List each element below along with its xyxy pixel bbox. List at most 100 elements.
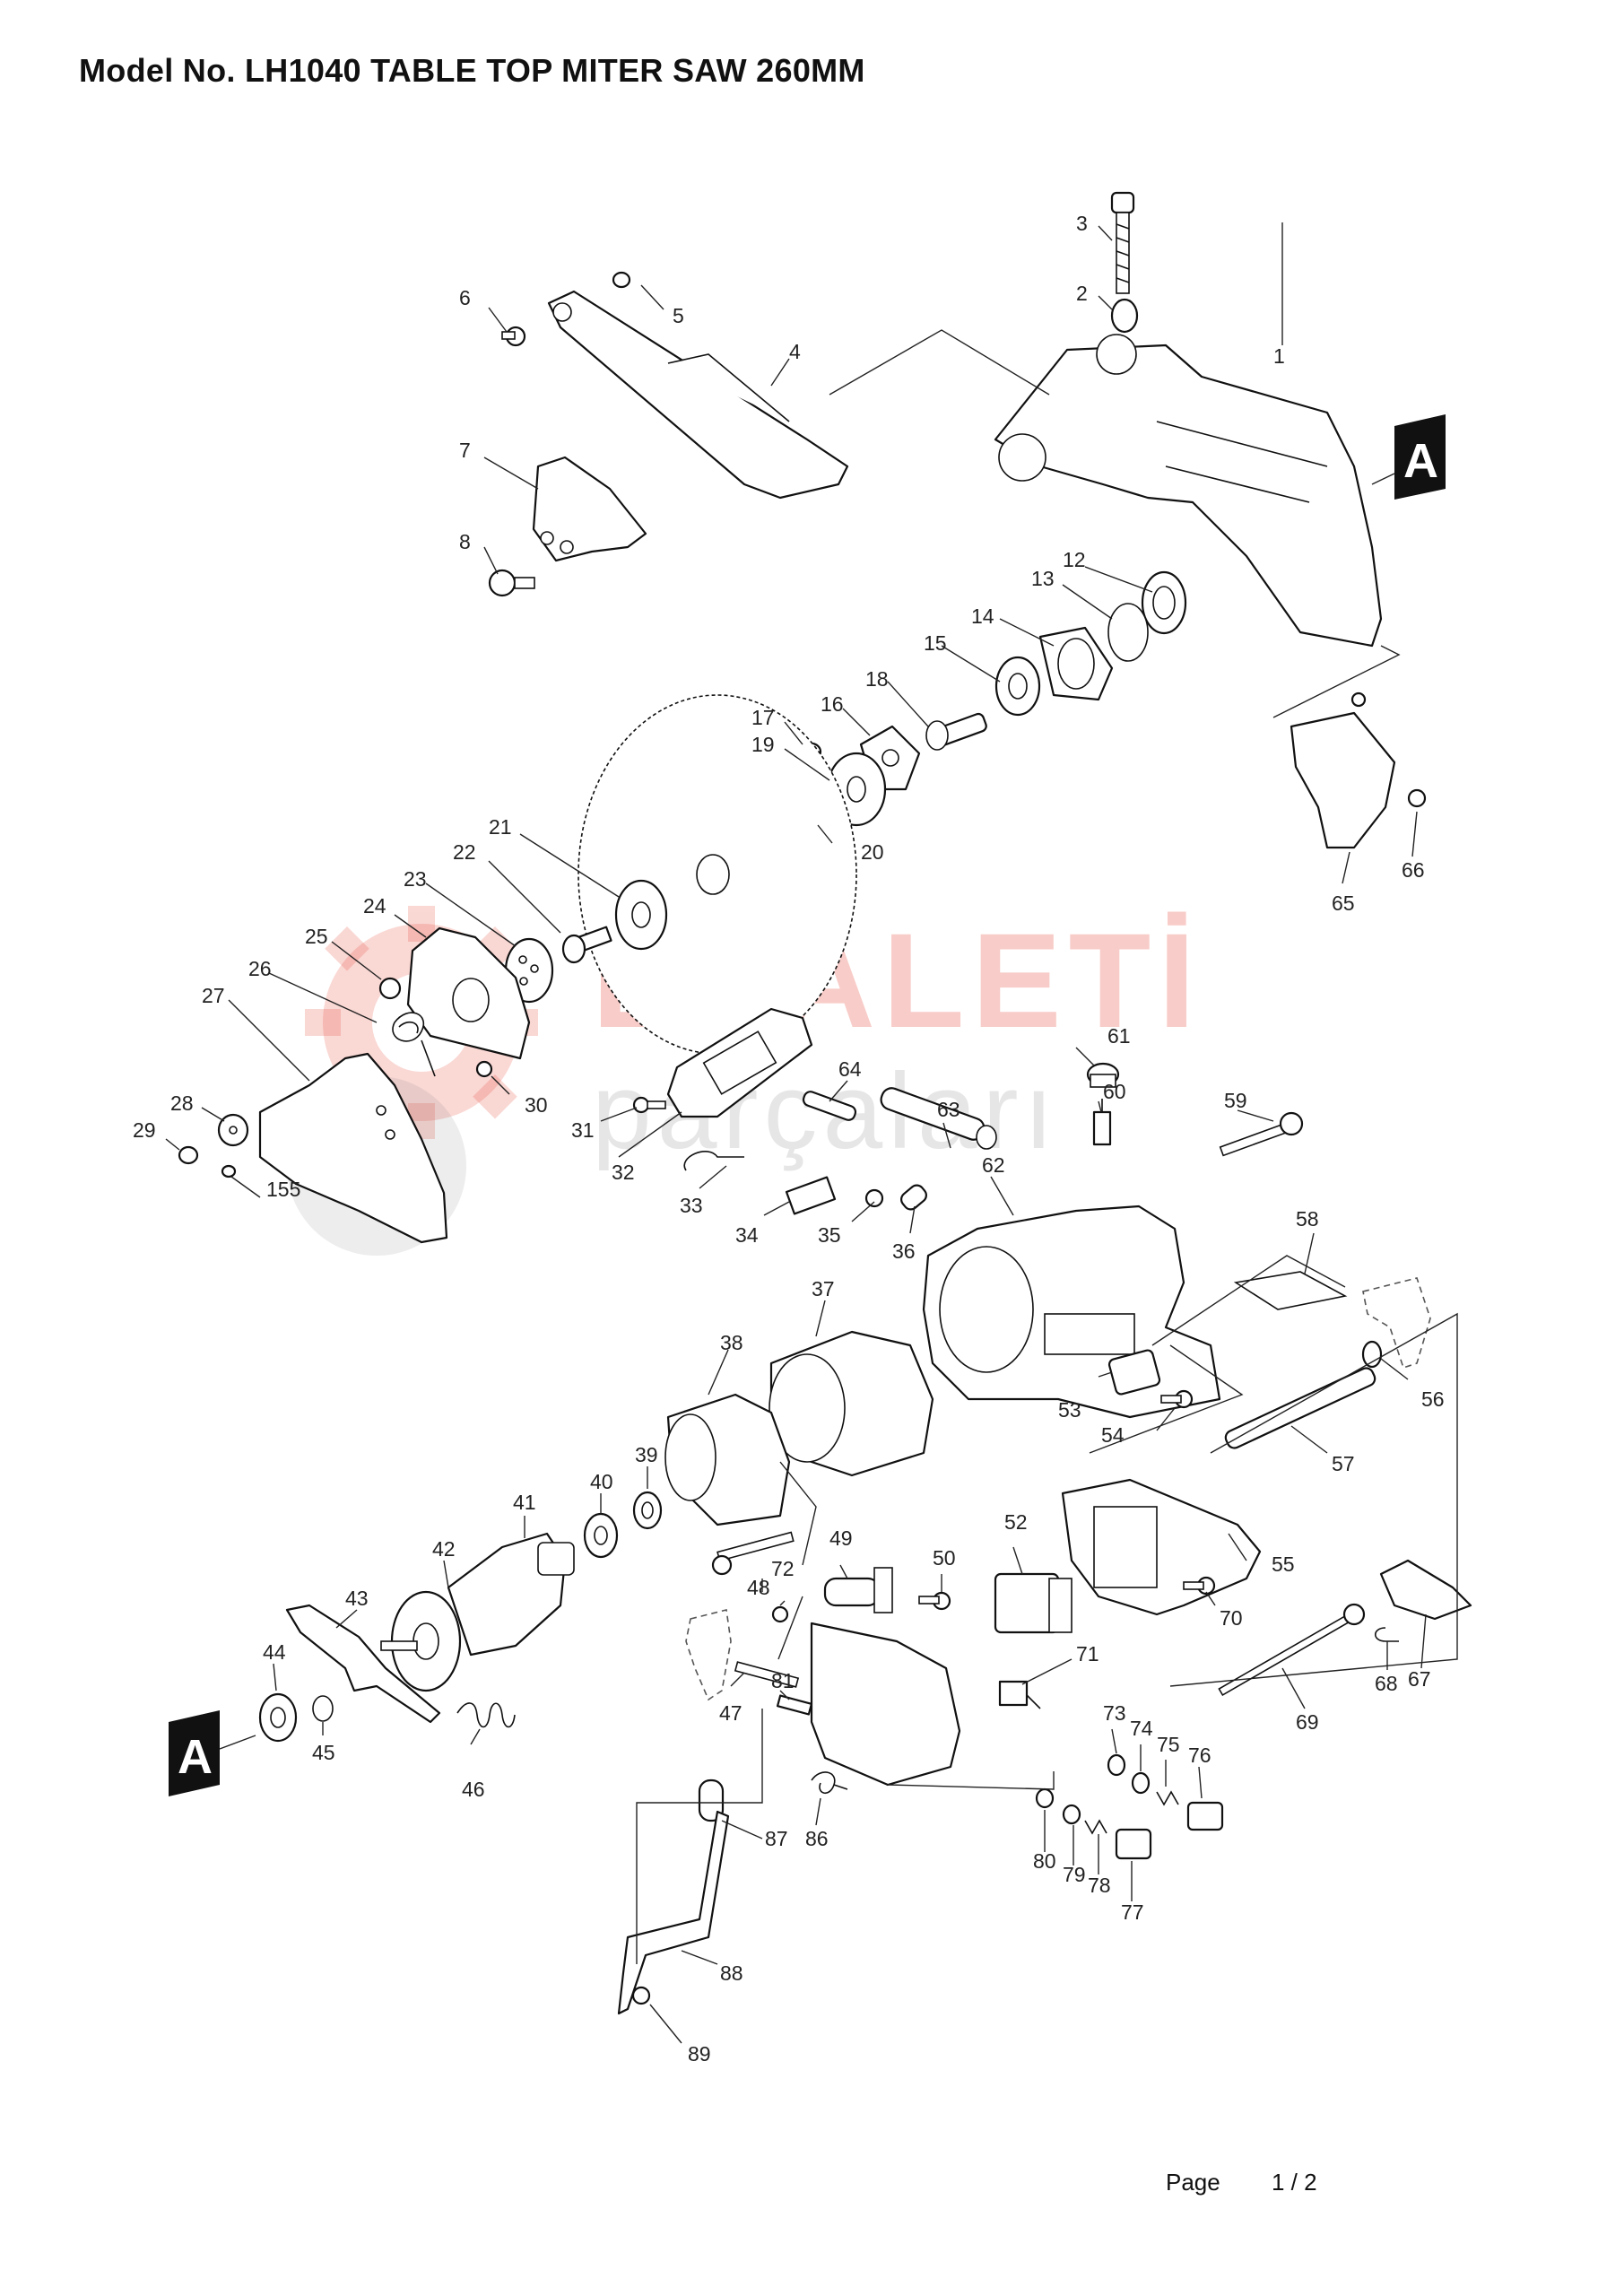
part-label-49: 49 — [829, 1526, 853, 1550]
part-68-clip — [1374, 1627, 1399, 1642]
part-label-75: 75 — [1157, 1733, 1180, 1756]
part-34-carbon-brush — [785, 1176, 837, 1215]
part-label-3: 3 — [1076, 212, 1088, 235]
part-5-screw — [612, 271, 631, 289]
part-61-cap — [1086, 1062, 1120, 1088]
part-73-washer — [1107, 1753, 1126, 1777]
part-32-brush-holder-plate — [666, 1007, 813, 1118]
part-35-screw — [864, 1188, 884, 1208]
part-48-screw — [711, 1531, 795, 1576]
part-54-screw — [1160, 1389, 1194, 1409]
part-label-71: 71 — [1076, 1642, 1099, 1665]
part-2-nut — [1110, 298, 1139, 334]
part-69-shaft — [1218, 1603, 1366, 1697]
part-label-26: 26 — [248, 957, 272, 980]
section-marker-top: A — [1371, 414, 1446, 500]
part-label-18: 18 — [865, 667, 889, 691]
part-14-bearing-box — [1038, 626, 1114, 701]
part-label-80: 80 — [1033, 1849, 1056, 1873]
part-label-79: 79 — [1063, 1863, 1086, 1886]
part-label-46: 46 — [462, 1778, 485, 1801]
part-67-lever — [1379, 1559, 1472, 1621]
part-57-rod — [1224, 1367, 1376, 1449]
part-label-64: 64 — [838, 1057, 862, 1081]
part-89-screw — [631, 1986, 651, 2005]
part-label-4: 4 — [789, 340, 801, 363]
part-label-20: 20 — [861, 840, 884, 864]
part-label-27: 27 — [202, 984, 225, 1007]
part-label-2: 2 — [1076, 282, 1088, 305]
part-label-29: 29 — [133, 1118, 156, 1142]
part-label-67: 67 — [1408, 1667, 1431, 1691]
part-label-44: 44 — [263, 1640, 286, 1664]
part-label-81: 81 — [771, 1669, 795, 1692]
part-72-screw — [771, 1605, 789, 1623]
page-footer: Page 1 / 2 — [1166, 2169, 1317, 2196]
part-label-12: 12 — [1063, 548, 1086, 571]
part-label-30: 30 — [525, 1093, 548, 1117]
part-87-cap — [698, 1779, 725, 1822]
part-13-ring — [1107, 603, 1149, 662]
part-49-switch-lever — [823, 1567, 893, 1613]
part-label-59: 59 — [1224, 1089, 1247, 1112]
part-label-48: 48 — [747, 1576, 770, 1599]
part-label-36: 36 — [892, 1239, 916, 1263]
part-label-31: 31 — [571, 1118, 595, 1142]
part-12-gear — [1141, 570, 1187, 635]
part-label-70: 70 — [1220, 1606, 1243, 1630]
part-label-17: 17 — [751, 706, 775, 729]
part-30-screw — [475, 1060, 493, 1078]
part-155-screw — [221, 1164, 237, 1178]
part-label-43: 43 — [345, 1587, 369, 1610]
part-71-noise-suppressor — [998, 1680, 1041, 1709]
part-60-carbon-brush — [1092, 1099, 1112, 1146]
saw-blade — [578, 694, 857, 1055]
part-62-motor-housing — [922, 1205, 1221, 1419]
part-label-47: 47 — [719, 1701, 743, 1725]
part-80-washer — [1035, 1787, 1055, 1809]
part-47-shaft — [734, 1661, 800, 1688]
part-37-field — [769, 1330, 934, 1477]
part-label-19: 19 — [751, 733, 775, 756]
part-26-spring — [392, 1012, 436, 1077]
part-label-56: 56 — [1421, 1387, 1445, 1411]
part-label-73: 73 — [1103, 1701, 1126, 1725]
part-label-62: 62 — [982, 1153, 1005, 1177]
part-6-screw — [501, 326, 526, 347]
part-44-bearing — [258, 1692, 298, 1743]
part-label-15: 15 — [924, 631, 947, 655]
page-number: 1 / 2 — [1271, 2169, 1317, 2196]
page-title: Model No. LH1040 TABLE TOP MITER SAW 260… — [79, 52, 865, 89]
part-label-5: 5 — [673, 304, 684, 327]
part-label-52: 52 — [1004, 1510, 1028, 1534]
part-label-66: 66 — [1402, 858, 1425, 882]
part-74-washer — [1131, 1771, 1151, 1795]
part-77-button — [1115, 1828, 1152, 1860]
part-42-fan — [380, 1590, 462, 1692]
part-label-38: 38 — [720, 1331, 743, 1354]
part-65-cover — [1290, 711, 1396, 849]
part-label-25: 25 — [305, 925, 328, 948]
part-label-22: 22 — [453, 840, 476, 864]
part-label-65: 65 — [1332, 891, 1355, 915]
part-66-screw — [1407, 788, 1427, 808]
part-label-34: 34 — [735, 1223, 759, 1247]
part-53-brush-cover — [1107, 1349, 1161, 1396]
part-38-baffle-plate — [664, 1393, 791, 1526]
part-78-spring — [1084, 1819, 1107, 1835]
part-63-shaft — [880, 1087, 997, 1150]
part-43-bracket — [285, 1604, 441, 1724]
assembly-lines — [636, 329, 1458, 1964]
part-label-78: 78 — [1088, 1874, 1111, 1897]
part-50-screw — [918, 1591, 951, 1611]
part-label-42: 42 — [432, 1537, 456, 1561]
part-label-61: 61 — [1107, 1024, 1131, 1048]
part-label-33: 33 — [680, 1194, 703, 1217]
part-label-8: 8 — [459, 530, 471, 553]
part-33-brush-holder — [683, 1151, 744, 1171]
part-label-14: 14 — [971, 604, 994, 628]
part-25-screw — [378, 977, 402, 1000]
part-75-spring — [1156, 1790, 1179, 1806]
part-label-16: 16 — [821, 692, 844, 716]
